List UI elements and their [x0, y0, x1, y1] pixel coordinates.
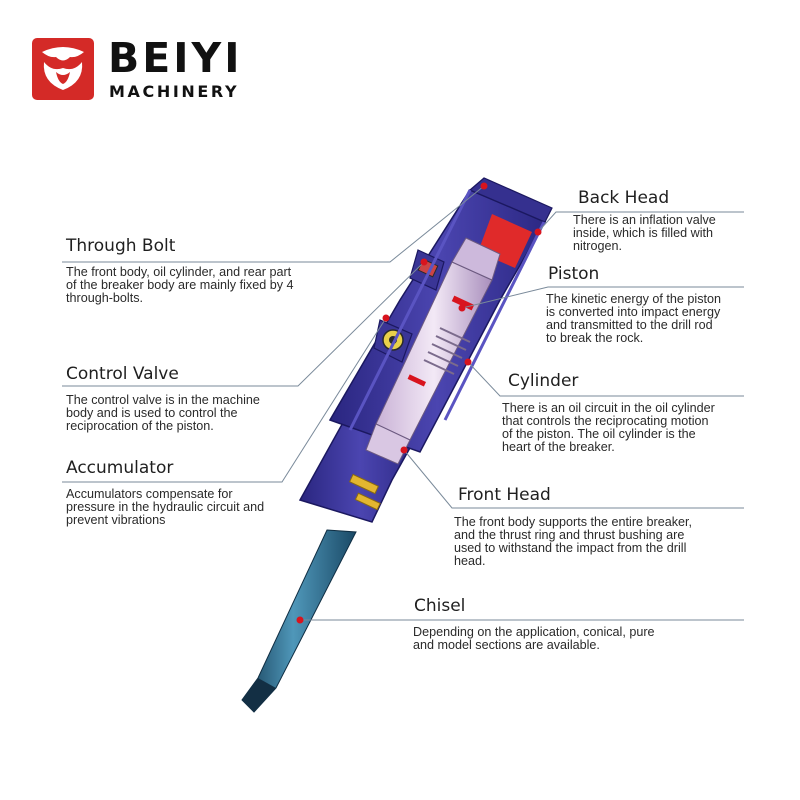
label-back-head-desc: There is an inflation valve inside, whic…: [573, 214, 716, 253]
label-back-head: Back Head: [578, 188, 669, 208]
label-cylinder-desc: There is an oil circuit in the oil cylin…: [502, 402, 715, 454]
brand-name: BEIYI: [108, 34, 243, 82]
piston-text: The kinetic energy of the piston is conv…: [546, 292, 722, 345]
breaker-body: [298, 177, 553, 523]
label-accumulator: Accumulator Accumulators compensate for …: [66, 458, 264, 527]
label-through-bolt: Through Bolt The front body, oil cylinde…: [66, 236, 294, 305]
accumulator-text: Accumulators compensate for pressure in …: [66, 487, 265, 527]
label-front-head: Front Head: [458, 485, 551, 505]
brand-subtitle: MACHINERY: [109, 82, 240, 101]
label-piston: Piston: [548, 264, 599, 284]
control-valve-title: Control Valve: [66, 364, 179, 384]
label-piston-desc: The kinetic energy of the piston is conv…: [546, 293, 721, 345]
accumulator-title: Accumulator: [66, 458, 174, 478]
front-head-title: Front Head: [458, 485, 551, 505]
leader-lines: [62, 185, 744, 621]
back-head-text: There is an inflation valve inside, whic…: [573, 213, 716, 253]
label-cylinder: Cylinder: [508, 371, 578, 391]
label-chisel: Chisel: [414, 596, 465, 616]
cylinder-text: There is an oil circuit in the oil cylin…: [502, 401, 715, 454]
piston-title: Piston: [548, 264, 600, 284]
label-chisel-desc: Depending on the application, conical, p…: [413, 626, 655, 652]
beiyi-logo-mark-icon: [32, 38, 94, 100]
label-control-valve: Control Valve The control valve is in th…: [66, 364, 260, 433]
back-head-title: Back Head: [578, 188, 670, 208]
callout-markers: [296, 182, 542, 624]
brand-logo: BEIYI MACHINERY: [32, 34, 272, 104]
control-valve-text: The control valve is in the machine body…: [66, 393, 260, 433]
label-front-head-desc: The front body supports the entire break…: [454, 516, 692, 568]
front-head-text: The front body supports the entire break…: [454, 515, 693, 568]
cylinder-title: Cylinder: [508, 371, 579, 391]
through-bolt-title: Through Bolt: [66, 236, 176, 256]
chisel-text: Depending on the application, conical, p…: [413, 625, 655, 652]
chisel-title: Chisel: [414, 596, 466, 616]
through-bolt-text: The front body, oil cylinder, and rear p…: [66, 265, 294, 305]
